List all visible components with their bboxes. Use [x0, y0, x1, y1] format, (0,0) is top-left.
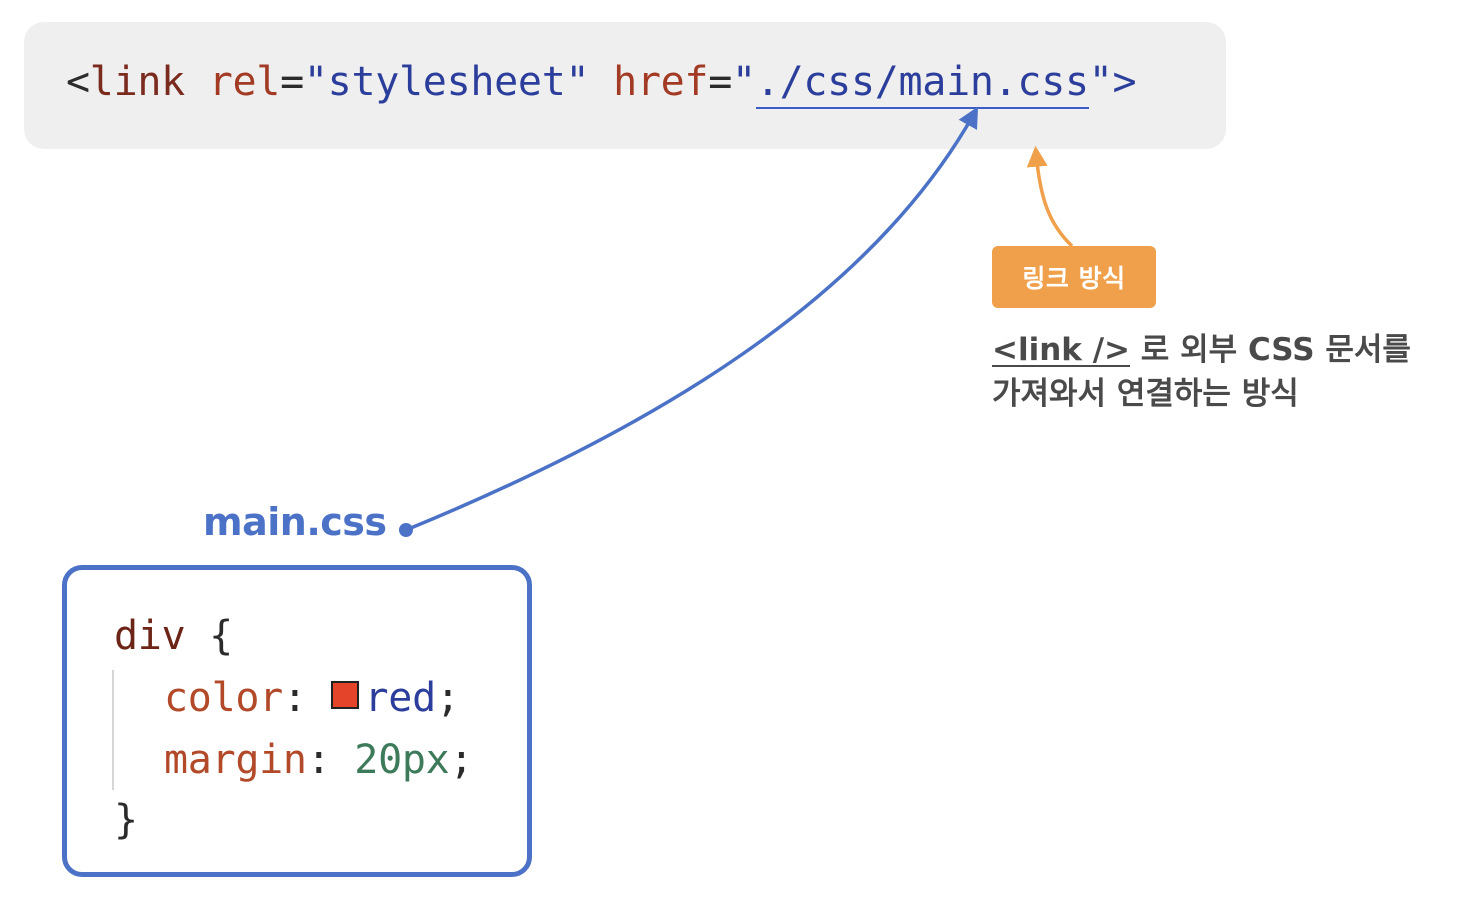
- code-tag-name: link: [89, 59, 185, 105]
- code-equals: =: [708, 59, 733, 105]
- css-value-red: red: [364, 675, 437, 721]
- method-description: <link /> 로 외부 CSS 문서를 가져와서 연결하는 방식: [992, 328, 1432, 416]
- code-attr-rel: rel: [208, 59, 281, 105]
- css-code-block: [62, 565, 532, 877]
- code-quote-open: ": [732, 59, 756, 105]
- description-tag: <link />: [992, 332, 1131, 368]
- css-line-margin: margin: 20px;: [164, 736, 474, 784]
- css-colon: :: [306, 737, 355, 783]
- code-attr-href: href: [613, 59, 709, 105]
- code-lt: <: [66, 59, 90, 105]
- css-open-brace: {: [185, 613, 233, 659]
- css-file-label: main.css: [203, 500, 387, 544]
- css-colon: :: [282, 675, 331, 721]
- orange-badge-arrow: [1026, 145, 1074, 248]
- description-line2: 가져와서 연결하는 방식: [992, 376, 1299, 412]
- css-prop-margin: margin: [164, 737, 307, 783]
- link-tag-code-line: <link rel="stylesheet" href="./css/main.…: [66, 58, 1137, 109]
- css-prop-color: color: [164, 675, 283, 721]
- code-equals: =: [280, 59, 304, 105]
- css-line-color: color: red;: [164, 674, 460, 722]
- code-href-path: ./css/main.css: [755, 59, 1089, 109]
- link-method-badge: 링크 방식: [992, 246, 1156, 308]
- badge-label: 링크 방식: [1022, 264, 1126, 293]
- css-line-selector: div {: [114, 612, 233, 660]
- css-semicolon: ;: [435, 675, 460, 721]
- blue-link-arrow: [405, 106, 979, 532]
- css-line-close: }: [114, 796, 138, 844]
- css-selector: div: [114, 613, 186, 659]
- color-swatch-icon: [330, 681, 359, 709]
- indent-guide: [112, 670, 114, 790]
- description-line1: 로 외부 CSS 문서를: [1130, 332, 1411, 368]
- css-value-20px: 20px: [354, 737, 450, 783]
- css-semicolon: ;: [449, 737, 474, 783]
- code-rel-value: "stylesheet": [303, 59, 590, 105]
- code-quote-close: ">: [1088, 59, 1137, 105]
- blue-arrow-origin-dot: [399, 523, 413, 537]
- css-close-brace: }: [114, 797, 138, 843]
